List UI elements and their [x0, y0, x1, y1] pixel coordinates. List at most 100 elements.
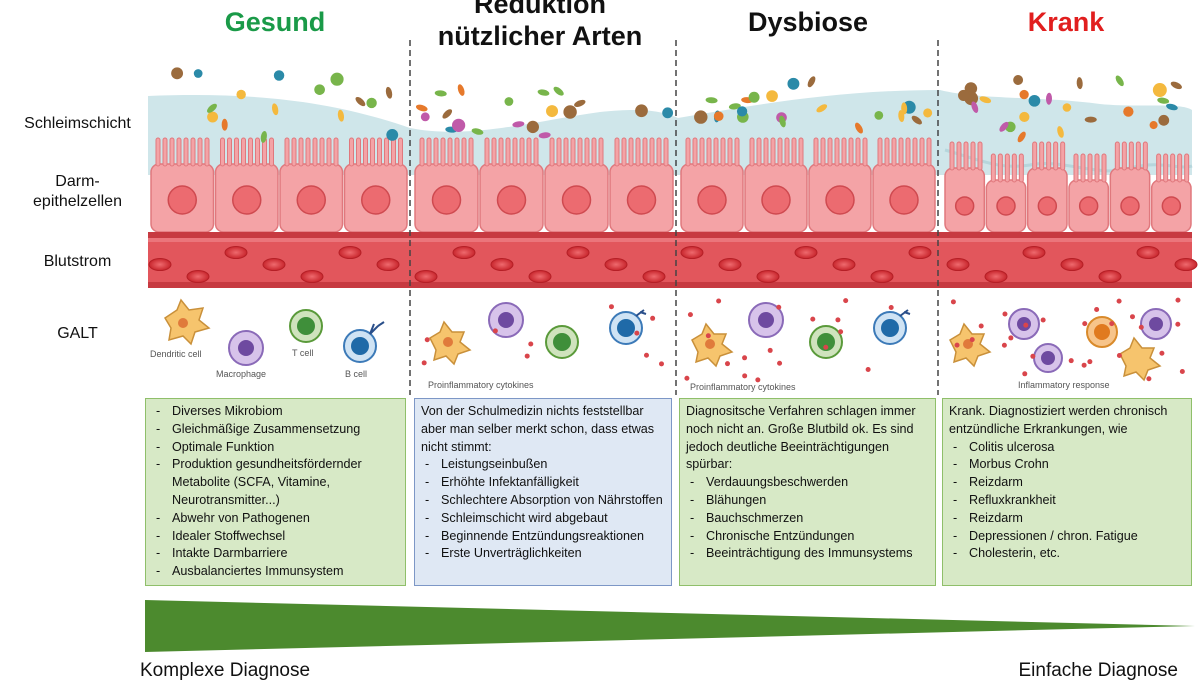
microbe [273, 70, 285, 81]
microvillus [227, 137, 232, 167]
microbe [355, 96, 366, 107]
microvillus [1163, 153, 1169, 183]
red-blood-cell [794, 246, 818, 260]
heading-gesund: Gesund [224, 7, 326, 37]
microbe [526, 120, 540, 134]
microvillus [519, 137, 525, 167]
cytokine-dot [608, 304, 614, 310]
microvillus [370, 137, 375, 167]
red-blood-cell [832, 258, 856, 272]
microvillus [963, 141, 969, 171]
microbe [1019, 111, 1030, 123]
microbe [779, 115, 786, 128]
microvillus [813, 137, 819, 167]
microvillus [827, 137, 833, 167]
cytokine-dot [658, 361, 664, 367]
cytokine-dot [954, 342, 960, 348]
microvillus [570, 137, 576, 167]
microvillus [1060, 141, 1066, 171]
microbe [748, 91, 760, 103]
microbe [807, 76, 816, 88]
microvillus [356, 137, 361, 167]
microbe [553, 86, 564, 96]
list-item: Erste Unverträglichkeiten [421, 545, 665, 563]
box-gesund: Diverses MikrobiomGleichmäßige Zusammens… [145, 398, 406, 586]
microbe [330, 72, 344, 86]
list-item: Morbus Crohn [949, 456, 1185, 474]
red-blood-cell [490, 258, 514, 272]
list-item: Reizdarm [949, 474, 1185, 492]
microvillus [563, 137, 569, 167]
microvillus [834, 137, 840, 167]
microvillus [734, 137, 740, 167]
microvillus [720, 137, 726, 167]
cytokine-dot [492, 328, 498, 334]
red-blood-cell [186, 270, 210, 284]
microvillus [498, 137, 504, 167]
microvillus [556, 137, 562, 167]
microbe [1115, 75, 1124, 87]
microbe [1149, 121, 1158, 130]
microbe [964, 82, 978, 95]
t-cell-icon [289, 309, 323, 343]
cell-nucleus [167, 185, 197, 215]
red-blood-cell [984, 270, 1008, 284]
list-item: Gleichmäßige Zusammensetzung [152, 421, 399, 439]
list-item: Refluxkrankheit [949, 492, 1185, 510]
microvillus [1032, 141, 1038, 171]
microbes [171, 67, 1182, 143]
microbe [1084, 116, 1097, 123]
red-blood-cell [1098, 270, 1122, 284]
microbe [385, 86, 393, 99]
microbe [1158, 114, 1170, 126]
microvillus [1156, 153, 1162, 183]
cytokine-dot [1116, 352, 1122, 358]
list-dysbiose: VerdauungsbeschwerdenBlähungenBauchschme… [686, 474, 929, 563]
list-item: Blähungen [686, 492, 929, 510]
caption-macrophage: Macrophage [216, 369, 266, 379]
microvillus [591, 137, 597, 167]
microbe [504, 97, 514, 106]
cytokine-dot [1081, 362, 1087, 368]
red-blood-cell [300, 270, 324, 284]
cell-nucleus [296, 185, 326, 215]
microvillus [649, 137, 655, 167]
list-item: Cholesterin, etc. [949, 545, 1185, 563]
microvillus [727, 137, 733, 167]
microbe [635, 104, 648, 118]
microvillus [1121, 141, 1127, 171]
microbe [337, 109, 345, 122]
red-blood-cell [528, 270, 552, 284]
microvillus [468, 137, 474, 167]
microbe [452, 118, 466, 132]
list-item: Erhöhte Infektanfälligkeit [421, 474, 665, 492]
b-cell-icon [343, 321, 385, 363]
list-item: Ausbalanciertes Immunsystem [152, 563, 399, 581]
cytokine-dot [724, 361, 730, 367]
microvillus [584, 137, 590, 167]
microvillus [1046, 141, 1052, 171]
list-item: Leistungseinbußen [421, 456, 665, 474]
microbe [415, 104, 428, 112]
list-item: Verdauungsbeschwerden [686, 474, 929, 492]
red-blood-cell [870, 270, 894, 284]
label-schleimschicht: Schleimschicht [24, 115, 131, 132]
red-blood-cell [908, 246, 932, 260]
microvillus [197, 137, 203, 167]
microvillus [1170, 153, 1176, 183]
cytokine-dot [705, 333, 711, 339]
microbe [713, 111, 724, 122]
microbe [694, 110, 708, 124]
cytokine-dot [684, 375, 690, 381]
microvillus [440, 137, 446, 167]
microvillus [692, 137, 698, 167]
cytokine-dot [1175, 321, 1181, 327]
cytokine-dot [1116, 298, 1122, 304]
microvillus [898, 137, 904, 167]
microvillus [635, 137, 641, 167]
microbe [574, 99, 586, 107]
microvillus [284, 137, 290, 167]
cytokine-dot [823, 344, 829, 350]
cytokine-dot [643, 352, 649, 358]
microbe [1046, 92, 1053, 105]
